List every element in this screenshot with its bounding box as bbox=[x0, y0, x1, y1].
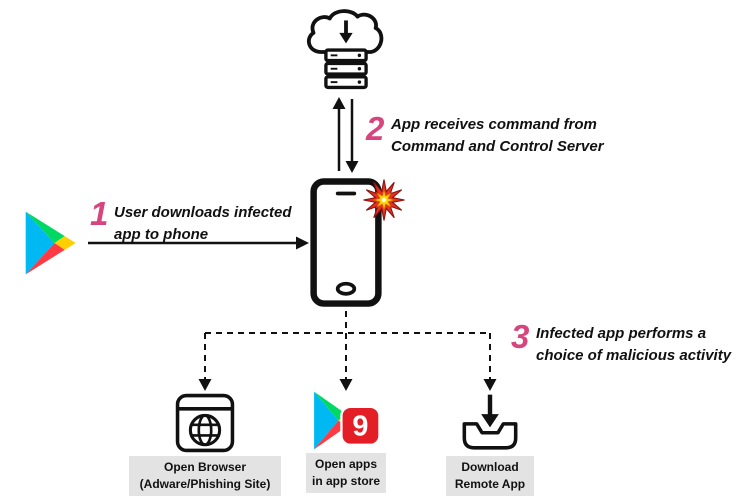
step3-text-line1: Infected app performs a bbox=[536, 325, 707, 342]
arrow-phone-to-server bbox=[332, 97, 346, 171]
nine-badge-text: 9 bbox=[352, 411, 368, 443]
step2-text-line2: Command and Control Server bbox=[391, 138, 604, 155]
step3-text: Infected app performs a choice of malici… bbox=[536, 323, 731, 367]
step1-text: User downloads infected app to phone bbox=[114, 202, 292, 246]
step3-text-line2: choice of malicious activity bbox=[536, 347, 732, 364]
cloud-server-icon bbox=[298, 8, 394, 96]
appstore-label-line1: Open apps bbox=[314, 457, 377, 471]
step1-number: 1 bbox=[90, 195, 109, 232]
step1-text-line2: app to phone bbox=[114, 226, 209, 243]
step2-text-line1: App receives command from bbox=[391, 116, 597, 133]
nine-apps-store-icon: 9 bbox=[308, 390, 384, 451]
browser-outcome-label: Open Browser (Adware/Phishing Site) bbox=[129, 456, 281, 496]
google-play-icon bbox=[18, 205, 82, 281]
dashed-branch-connectors bbox=[204, 311, 491, 381]
step1-text-line1: User downloads infected bbox=[114, 204, 292, 221]
arrow-step1 bbox=[88, 236, 309, 250]
browser-label-line1: Open Browser bbox=[163, 460, 247, 474]
arrow-server-to-phone bbox=[345, 99, 359, 173]
step2-text: App receives command from Command and Co… bbox=[391, 114, 604, 158]
download-label-line2: Remote App bbox=[454, 477, 526, 491]
download-label-line1: Download bbox=[461, 460, 519, 474]
dashed-arrowheads bbox=[198, 379, 497, 391]
step3-number: 3 bbox=[511, 318, 530, 355]
download-tray-icon bbox=[459, 392, 521, 454]
step2-number: 2 bbox=[366, 110, 385, 147]
smartphone-icon bbox=[309, 175, 383, 310]
appstore-outcome-label: Open apps in app store bbox=[306, 453, 386, 493]
malware-burst-icon bbox=[362, 178, 406, 222]
browser-label-line2: (Adware/Phishing Site) bbox=[139, 477, 271, 491]
server-stack-icon bbox=[324, 48, 368, 90]
appstore-label-line2: in app store bbox=[311, 474, 380, 488]
browser-globe-icon bbox=[174, 392, 236, 454]
download-outcome-label: Download Remote App bbox=[446, 456, 534, 496]
